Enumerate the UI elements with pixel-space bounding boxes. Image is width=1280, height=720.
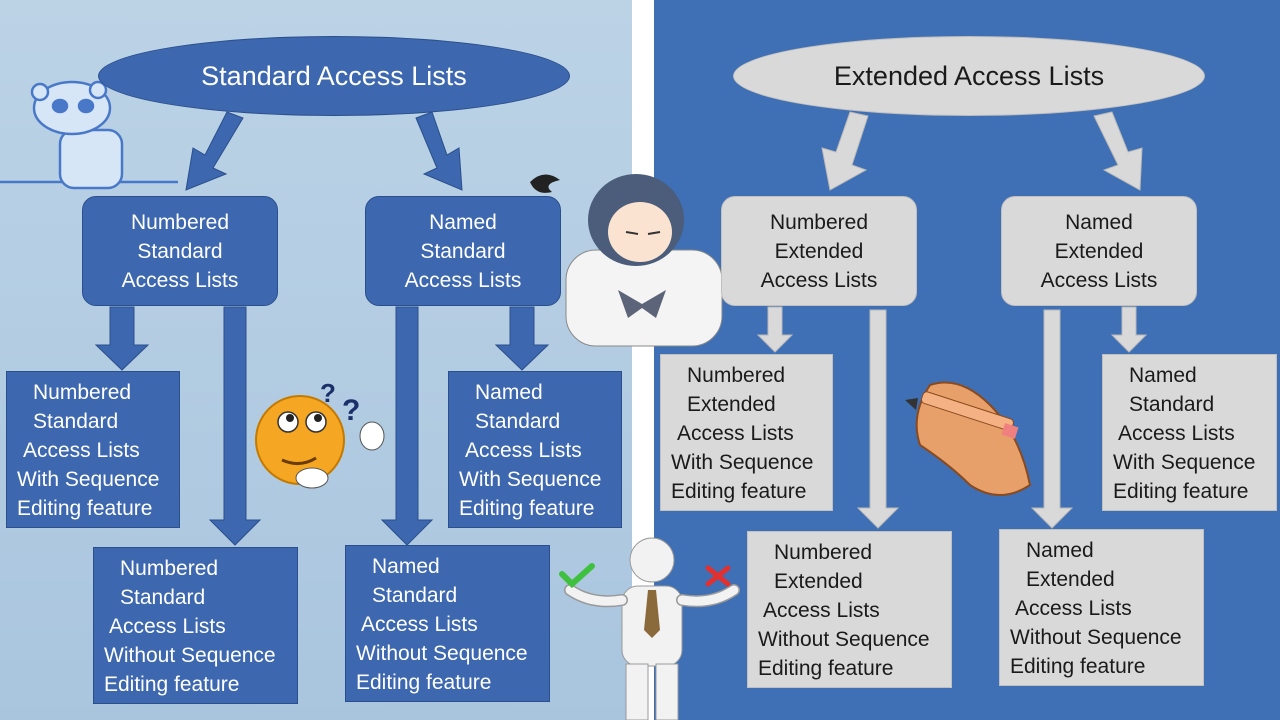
std-numbered-with-seq-box: Numbered Standard Access Lists With Sequ… [6,371,180,528]
box-line: Extended [1054,239,1144,263]
box-line: Editing feature [1113,480,1249,503]
box-line: Standard [33,410,119,433]
arrow-ext-numbered-to-with [756,306,794,353]
std-numbered-without-seq-box: Numbered Standard Access Lists Without S… [93,547,298,704]
box-line: Named [1026,539,1094,562]
box-line: Named [429,210,497,234]
box-line: Named [372,555,440,578]
box-line: Standard [420,239,506,263]
box-line: Editing feature [17,497,153,520]
box-line: Extended [774,239,864,263]
arrow-ext-named-to-without [1030,309,1074,529]
std-numbered-box: Numbered Standard Access Lists [82,196,278,306]
box-line: Access Lists [1118,422,1235,445]
ext-named-box: Named Extended Access Lists [1001,196,1197,306]
box-line: Access Lists [404,268,522,292]
box-line: Access Lists [1015,597,1132,620]
box-line: Editing feature [356,671,492,694]
arrow-named-to-with [494,306,550,371]
box-line: Access Lists [23,439,140,462]
hand-writing-icon [905,381,1032,496]
standard-title: Standard Access Lists [201,60,467,91]
box-line: Without Sequence [1010,626,1182,649]
arrow-numbered-to-with [94,306,150,371]
extended-title: Extended Access Lists [833,60,1105,91]
box-line: Standard [137,239,223,263]
panda-mascot-icon: z [0,69,178,190]
thinking-emoji-icon: ? ? [255,378,385,489]
box-line: Extended [1026,568,1115,591]
worried-girl-icon [530,174,723,347]
box-line: Access Lists [361,613,478,636]
arrow-ext-numbered-to-without [856,309,900,529]
box-line: Standard [120,586,206,609]
box-line: Access Lists [760,268,878,292]
box-line: Named [475,381,543,404]
std-named-without-seq-box: Named Standard Access Lists Without Sequ… [345,545,550,702]
box-line: Numbered [33,381,132,404]
box-line: Named [1065,210,1133,234]
box-line: With Sequence [1113,451,1256,474]
box-line: Access Lists [677,422,794,445]
box-line: Without Sequence [104,644,276,667]
box-line: Standard [475,410,561,433]
box-line: With Sequence [459,468,602,491]
arrow-ext-to-named [1093,111,1143,191]
box-line: Access Lists [109,615,226,638]
box-line: Standard [1129,393,1215,416]
svg-text:?: ? [320,378,336,408]
box-line: With Sequence [17,468,160,491]
arrow-named-to-without [380,306,434,546]
standard-title-ellipse: Standard Access Lists [98,36,570,116]
ext-numbered-with-seq-box: Numbered Extended Access Lists With Sequ… [660,354,833,511]
box-line: Numbered [769,210,869,234]
arrow-ext-named-to-with [1110,306,1148,353]
arrow-numbered-to-without [208,306,262,546]
box-line: Numbered [130,210,230,234]
box-line: Numbered [774,541,873,564]
arrow-ext-to-numbered [821,111,869,191]
person-balance-icon [564,537,740,720]
std-named-box: Named Standard Access Lists [365,196,561,306]
checkmark-icon [559,563,595,589]
std-named-with-seq-box: Named Standard Access Lists With Sequenc… [448,371,622,528]
box-line: Extended [687,393,776,416]
svg-text:?: ? [342,394,360,427]
box-line: Access Lists [465,439,582,462]
box-line: With Sequence [671,451,814,474]
box-line: Editing feature [104,673,240,696]
box-line: Standard [372,584,458,607]
box-line: Without Sequence [356,642,528,665]
cross-icon [705,565,731,587]
box-line: Extended [774,570,863,593]
box-line: Named [1129,364,1197,387]
arrow-std-to-numbered [185,111,244,191]
box-line: Access Lists [121,268,239,292]
extended-title-ellipse: Extended Access Lists [733,36,1205,116]
box-line: Numbered [120,557,219,580]
box-line: Editing feature [758,657,894,680]
box-line: Editing feature [459,497,595,520]
ext-named-without-seq-box: Named Extended Access Lists Without Sequ… [999,529,1204,686]
box-line: Editing feature [1010,655,1146,678]
ext-numbered-box: Numbered Extended Access Lists [721,196,917,306]
arrow-std-to-named [415,111,463,191]
box-line: Access Lists [1040,268,1158,292]
box-line: Access Lists [763,599,880,622]
box-line: Without Sequence [758,628,930,651]
box-line: Editing feature [671,480,807,503]
box-line: Numbered [687,364,786,387]
ext-numbered-without-seq-box: Numbered Extended Access Lists Without S… [747,531,952,688]
ext-named-with-seq-box: Named Standard Access Lists With Sequenc… [1102,354,1277,511]
